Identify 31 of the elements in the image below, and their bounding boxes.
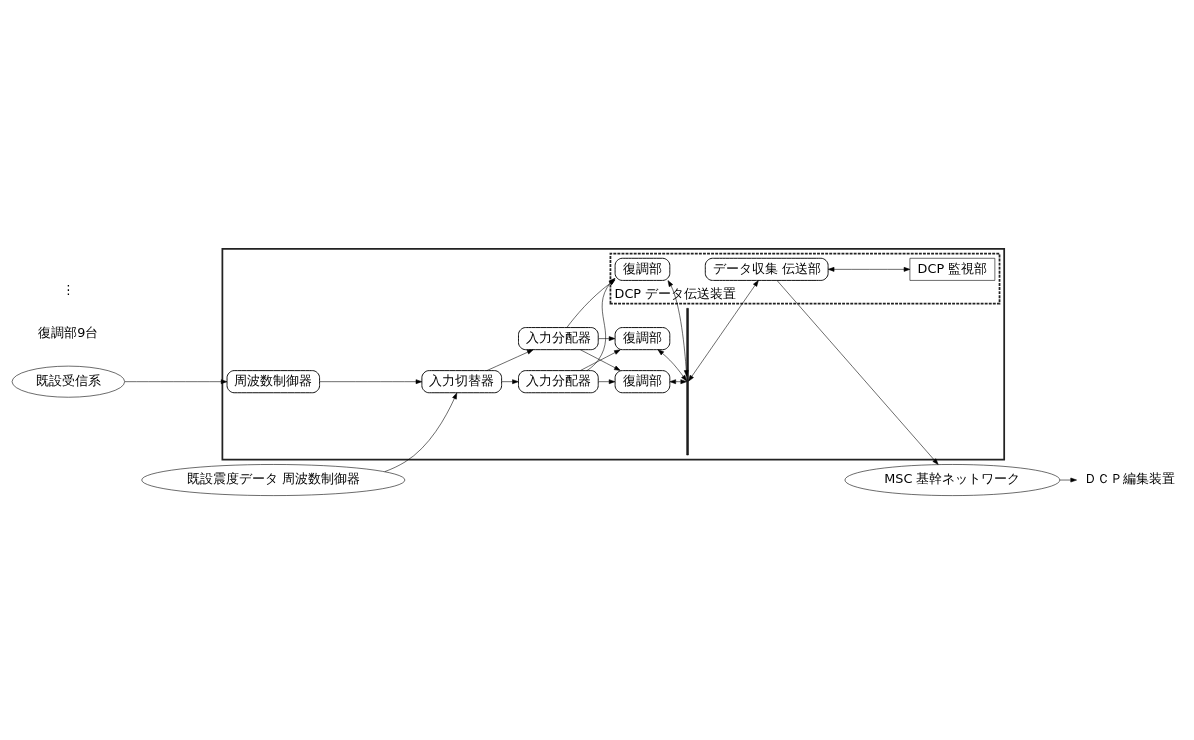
arrow (384, 392, 458, 472)
arrow (580, 349, 621, 371)
arrow (501, 379, 519, 384)
node-box: 復調部 (614, 370, 671, 394)
label: 復調部9台 (38, 325, 99, 341)
arrow (319, 379, 423, 384)
arrow (827, 267, 911, 272)
arrow (657, 349, 687, 382)
node-box: 復調部 (614, 257, 671, 281)
arrow (669, 379, 687, 384)
node-text: ＤＣＰ編集装置 (1083, 471, 1175, 487)
node-box: DCP 監視部 (909, 258, 996, 281)
arrow (667, 280, 689, 377)
node-box: 入力分配器 (518, 370, 599, 394)
node-box: 入力切替器 (421, 370, 503, 394)
arrow (486, 349, 534, 371)
arrow (598, 379, 616, 384)
arrow (1059, 477, 1077, 483)
node-ellipse: MSC 基幹ネットワーク (844, 464, 1061, 496)
node-box: 周波数制御器 (226, 370, 321, 394)
node-box: 復調部 (614, 327, 671, 351)
node-ellipse: 既設受信系 (11, 365, 125, 398)
node-box: データ収集 伝送部 (704, 257, 829, 281)
node-bar (686, 308, 689, 456)
arrow (598, 336, 616, 341)
arrow (776, 280, 939, 465)
arrow (688, 280, 759, 382)
label: ⋮ (61, 282, 75, 298)
node-ellipse: 既設震度データ 周波数制御器 (141, 464, 406, 496)
arrow (124, 379, 228, 384)
node-box: 入力分配器 (518, 327, 599, 351)
